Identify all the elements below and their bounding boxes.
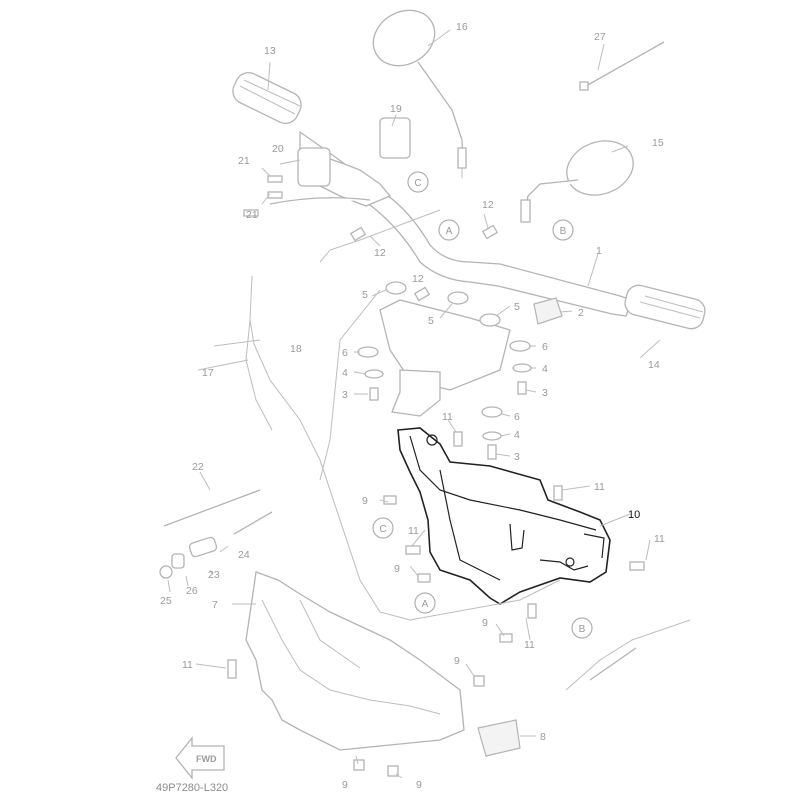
part-2-block bbox=[533, 297, 563, 325]
label-5b: 5 bbox=[428, 315, 434, 327]
label-11e: 11 bbox=[524, 639, 535, 651]
svg-text:A: A bbox=[422, 599, 429, 610]
reference-markers: C A B C A B bbox=[372, 171, 593, 639]
handlebar-upper-cover-highlighted bbox=[397, 427, 611, 605]
svg-text:C: C bbox=[379, 524, 386, 535]
label-12b: 12 bbox=[374, 247, 386, 259]
ref-c-top: C bbox=[407, 171, 429, 193]
part-8-panel bbox=[477, 719, 521, 757]
svg-text:B: B bbox=[560, 226, 567, 237]
cable-tie bbox=[579, 41, 665, 91]
left-mirror bbox=[520, 140, 634, 223]
label-11f: 11 bbox=[182, 659, 193, 671]
label-2: 2 bbox=[578, 307, 584, 319]
svg-text:FWD: FWD bbox=[196, 754, 217, 764]
diagram-code: 49P7280-L320 bbox=[156, 782, 228, 794]
label-12a: 12 bbox=[482, 199, 494, 211]
part-number-labels: 13 16 27 19 15 20 21 21 12 12 12 1 2 5 5… bbox=[160, 21, 665, 791]
label-9e: 9 bbox=[342, 779, 348, 791]
label-27: 27 bbox=[594, 31, 606, 43]
label-17: 17 bbox=[202, 367, 214, 379]
handlebar bbox=[232, 72, 706, 330]
label-16: 16 bbox=[456, 21, 468, 33]
ref-a-bottom: A bbox=[414, 592, 436, 614]
label-7: 7 bbox=[212, 599, 218, 611]
label-4a: 4 bbox=[342, 367, 348, 379]
label-6c: 6 bbox=[514, 411, 520, 423]
label-4b: 4 bbox=[542, 363, 548, 375]
switch-housing bbox=[297, 117, 411, 187]
label-1: 1 bbox=[596, 245, 602, 257]
label-8: 8 bbox=[540, 731, 546, 743]
cables bbox=[163, 209, 691, 691]
label-11a: 11 bbox=[442, 411, 453, 423]
label-13: 13 bbox=[264, 45, 276, 57]
label-23: 23 bbox=[208, 569, 220, 581]
label-6a: 6 bbox=[342, 347, 348, 359]
label-9d: 9 bbox=[454, 655, 460, 667]
label-3c: 3 bbox=[514, 451, 520, 463]
svg-text:C: C bbox=[414, 178, 421, 189]
label-3a: 3 bbox=[342, 389, 348, 401]
right-mirror bbox=[372, 9, 467, 178]
clips bbox=[353, 495, 513, 777]
label-10: 10 bbox=[628, 509, 640, 521]
label-24: 24 bbox=[238, 549, 250, 561]
label-11b: 11 bbox=[594, 481, 605, 493]
mount-stack bbox=[357, 281, 532, 460]
label-19: 19 bbox=[390, 103, 402, 115]
label-9f: 9 bbox=[416, 779, 422, 791]
label-25: 25 bbox=[160, 595, 172, 607]
label-5c: 5 bbox=[514, 301, 520, 313]
label-9c: 9 bbox=[482, 617, 488, 629]
label-26: 26 bbox=[186, 585, 198, 597]
label-18: 18 bbox=[290, 343, 302, 355]
label-21a: 21 bbox=[238, 155, 250, 167]
ref-b-bottom: B bbox=[571, 617, 593, 639]
label-22: 22 bbox=[192, 461, 204, 473]
label-20: 20 bbox=[272, 143, 284, 155]
label-14: 14 bbox=[648, 359, 660, 371]
handlebar-lower-cover bbox=[245, 571, 465, 751]
svg-text:A: A bbox=[446, 226, 453, 237]
label-6b: 6 bbox=[542, 341, 548, 353]
label-11c: 11 bbox=[654, 533, 665, 545]
label-9b: 9 bbox=[394, 563, 400, 575]
label-11d: 11 bbox=[408, 525, 419, 537]
svg-text:B: B bbox=[579, 624, 586, 635]
leader-lines bbox=[167, 29, 661, 779]
adjusters bbox=[159, 536, 218, 579]
fwd-arrow: FWD bbox=[175, 736, 225, 780]
label-21b: 21 bbox=[246, 209, 258, 221]
label-9a: 9 bbox=[362, 495, 368, 507]
ref-b-top: B bbox=[552, 219, 574, 241]
label-4c: 4 bbox=[514, 429, 520, 441]
label-15: 15 bbox=[652, 137, 664, 149]
ref-c-mid: C bbox=[372, 517, 394, 539]
label-3b: 3 bbox=[542, 387, 548, 399]
ref-a-top: A bbox=[438, 219, 460, 241]
bolts bbox=[227, 175, 645, 679]
label-12c: 12 bbox=[412, 273, 424, 285]
label-5a: 5 bbox=[362, 289, 368, 301]
